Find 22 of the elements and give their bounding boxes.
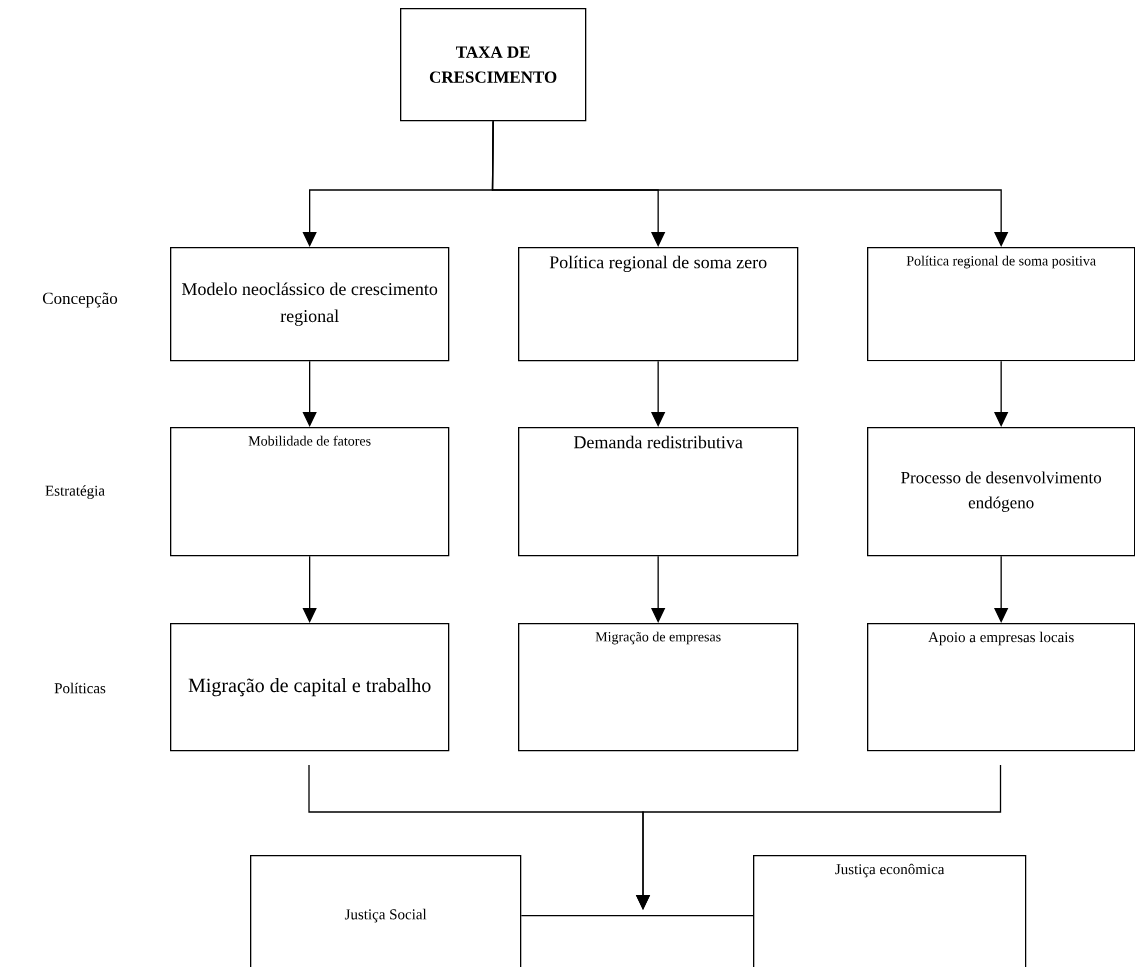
text-box: Justiça econômica: [753, 855, 1027, 967]
arrow: [302, 555, 317, 623]
row-label: Políticas: [54, 682, 106, 694]
arrow: [651, 360, 666, 427]
text-box: Demanda redistributiva: [518, 427, 799, 557]
row-label: Concepção: [42, 292, 118, 308]
text-box: Processo de desenvolvimento endógeno: [867, 427, 1135, 557]
row-label: Estratégia: [45, 485, 105, 499]
text-box: Migração de empresas: [518, 623, 799, 752]
text-box: Apoio a empresas locais: [867, 623, 1135, 752]
arrow: [302, 360, 317, 427]
text-box: Migração de capital e trabalho: [170, 623, 450, 752]
title-box: TAXA DE CRESCIMENTO: [400, 8, 587, 122]
text-box: Mobilidade de fatores: [170, 427, 450, 557]
text-box: Política regional de soma zero: [518, 247, 799, 362]
arrow: [994, 555, 1009, 623]
text-box: Modelo neoclássico de crescimento regional: [170, 247, 450, 362]
text-box: Política regional de soma positiva: [867, 247, 1135, 362]
text-box: Justiça Social: [250, 855, 522, 967]
arrow: [994, 360, 1009, 427]
arrow: [491, 120, 1009, 247]
arrow: [651, 555, 666, 623]
